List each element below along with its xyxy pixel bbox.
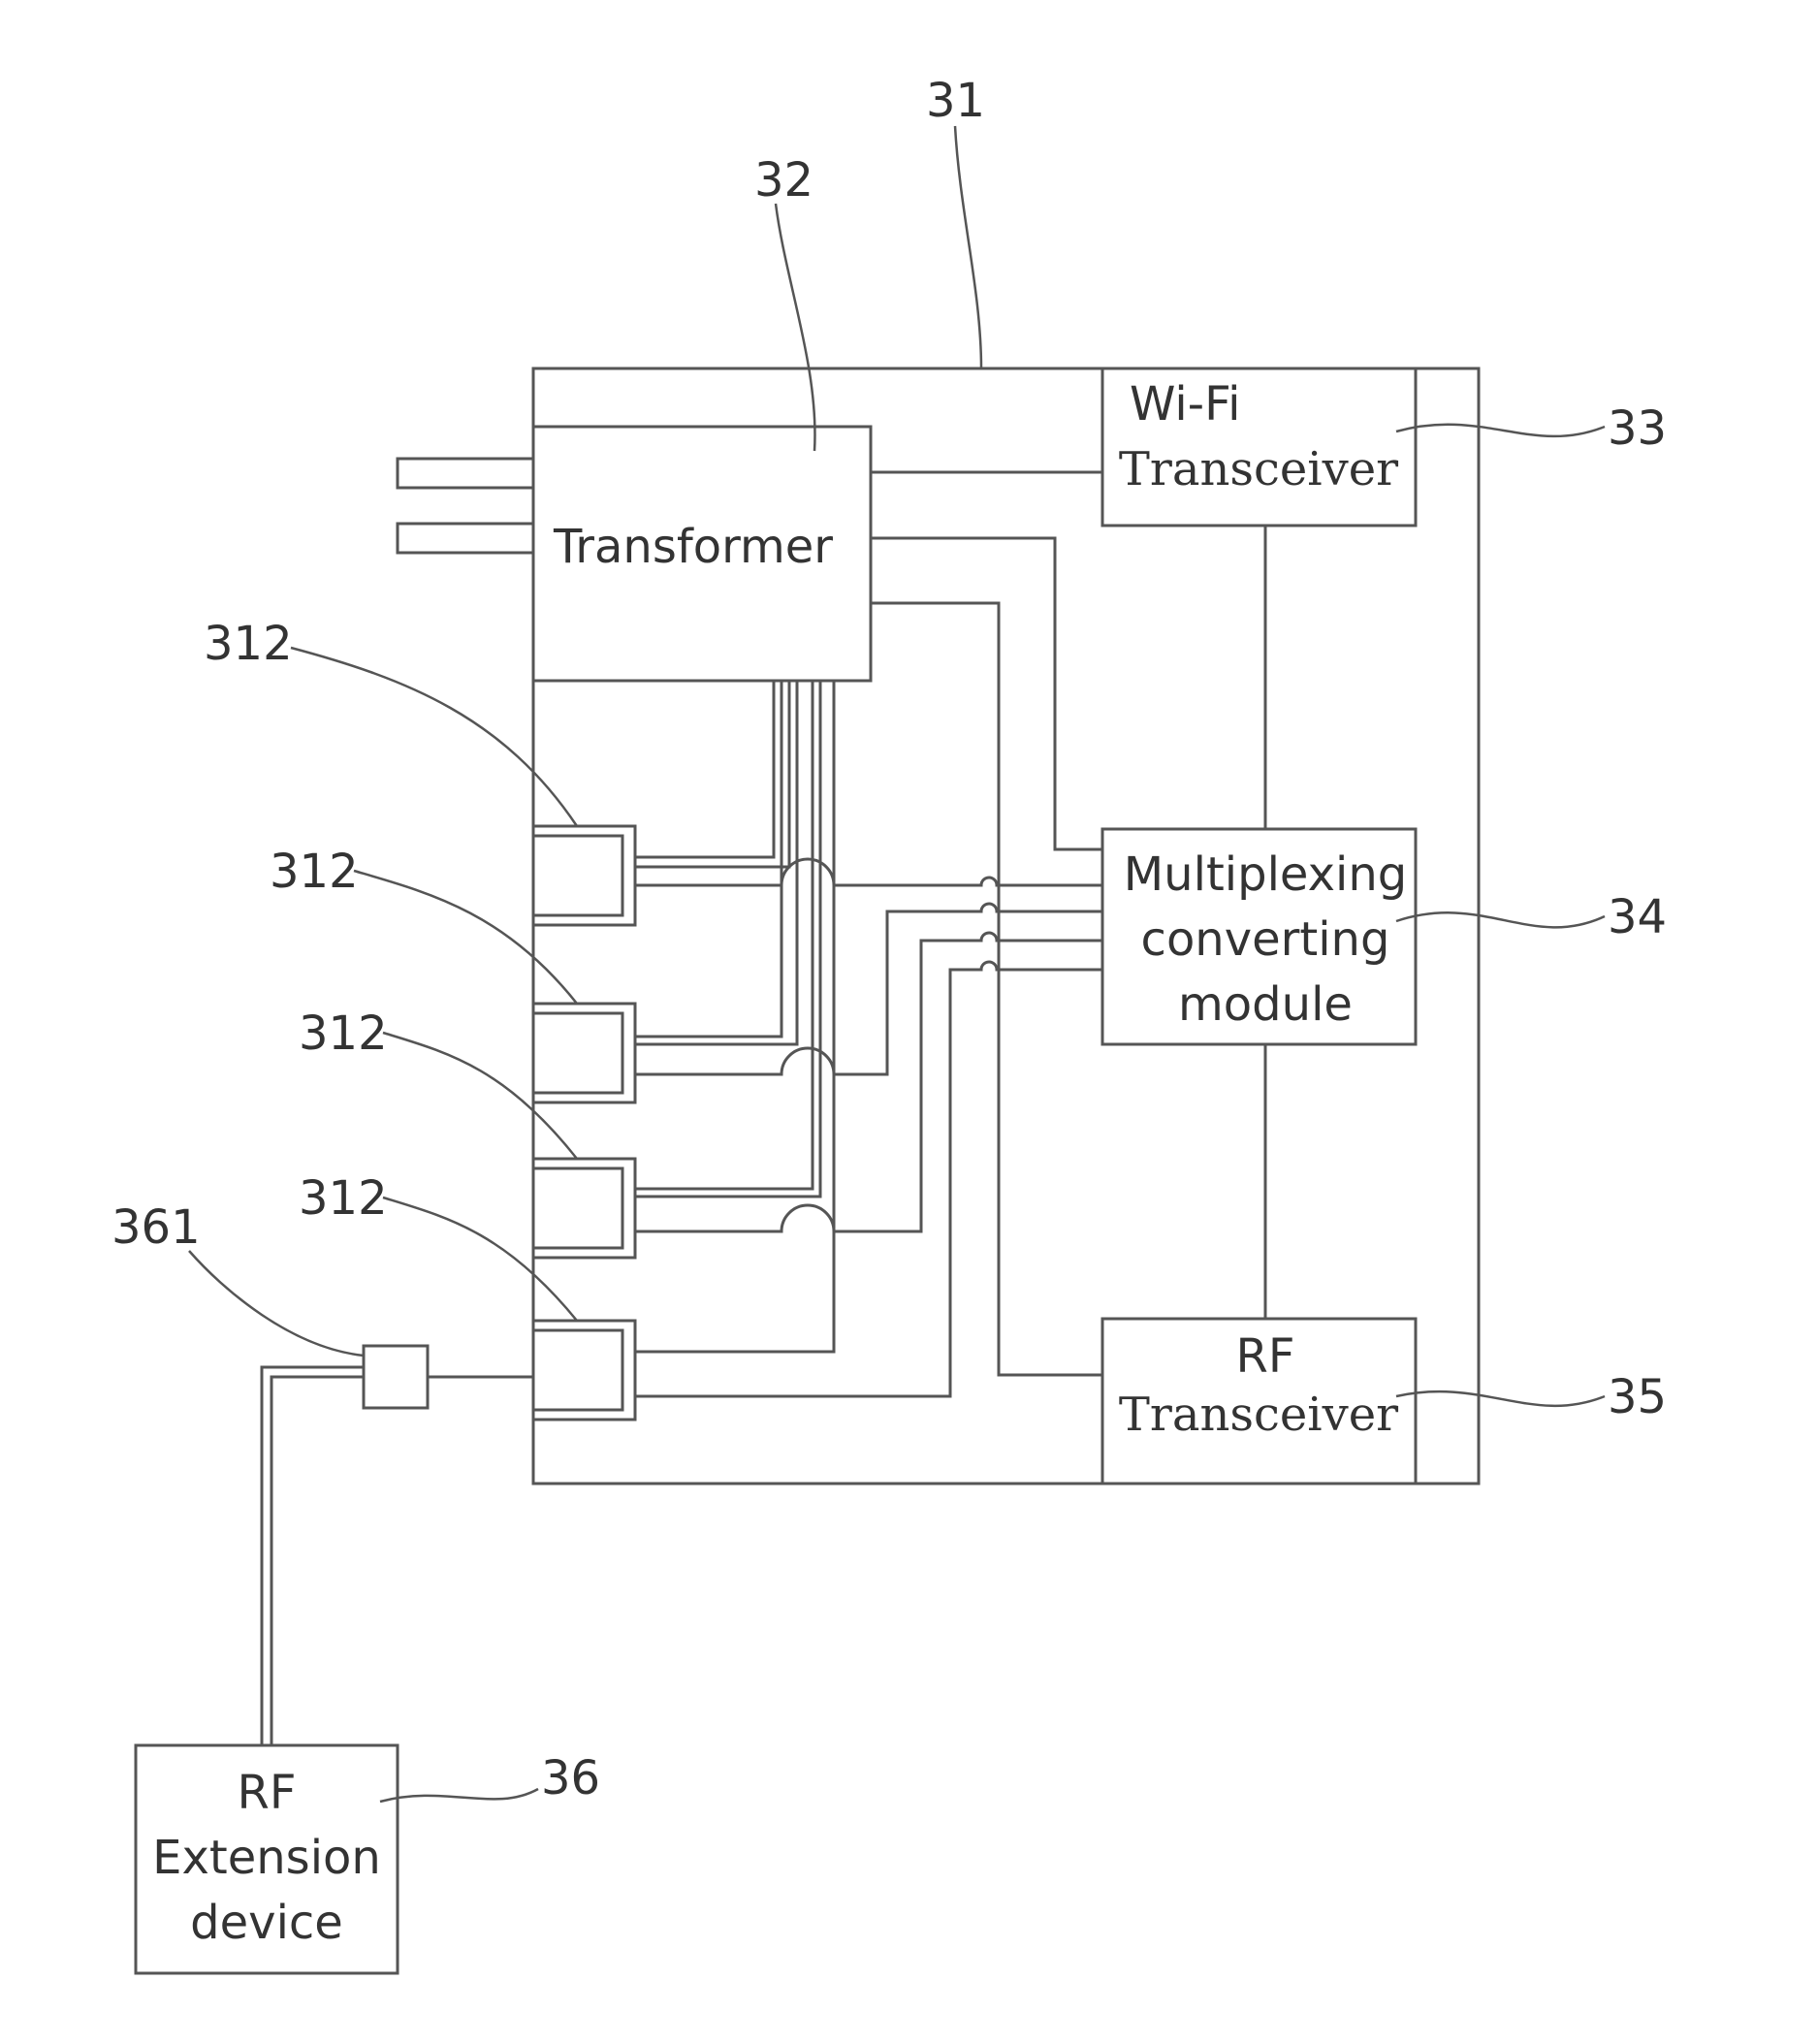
wifi-ref: 33: [1608, 401, 1667, 456]
transformer-label: Transformer: [553, 520, 833, 574]
port-3-outer: [533, 1159, 635, 1258]
transformer-leader: [776, 204, 814, 451]
cable-line-outer: [262, 1367, 364, 1745]
connector-leader: [189, 1251, 364, 1356]
rf-extension-line2: Extension: [152, 1831, 381, 1885]
mux-label-line1: Multiplexing: [1124, 847, 1407, 902]
mux-ref: 34: [1608, 890, 1667, 944]
port-2-outer: [533, 1004, 635, 1102]
rf-extension-leader: [380, 1789, 538, 1802]
rf-extension-line3: device: [190, 1896, 343, 1950]
port-2-inner: [533, 1013, 622, 1093]
connector-box: [364, 1346, 428, 1408]
port-2-leader: [354, 871, 577, 1004]
wifi-label-line1: Wi-Fi: [1130, 377, 1241, 431]
signal-line-port-3: [635, 933, 1102, 1231]
port-4-inner: [533, 1330, 622, 1410]
transformer-to-mux-line: [871, 538, 1102, 849]
port-4-outer: [533, 1321, 635, 1420]
rf-extension-line1: RF: [238, 1766, 297, 1820]
wifi-label-line2: Transceiver: [1119, 442, 1398, 496]
power-line-port-1b: [635, 681, 789, 867]
wifi-leader: [1396, 425, 1605, 436]
transformer-to-rf-line: [871, 603, 1102, 1375]
power-line-port-1: [635, 681, 774, 857]
power-line-port-3b: [635, 681, 820, 1197]
signal-line-port-4: [635, 962, 1102, 1396]
mux-label-line3: module: [1178, 977, 1353, 1032]
port-1-inner: [533, 836, 622, 915]
port-3-leader: [383, 1033, 577, 1159]
plug-prong-top: [398, 459, 533, 488]
plug-prong-bottom: [398, 524, 533, 553]
rf-transceiver-leader: [1396, 1391, 1605, 1406]
port-3-ref: 312: [299, 1006, 388, 1061]
port-1-outer: [533, 826, 635, 925]
signal-line-port-2: [635, 904, 1102, 1074]
port-3-inner: [533, 1168, 622, 1248]
housing-leader: [955, 126, 981, 368]
signal-line-port-1: [635, 859, 1102, 885]
rf-extension-ref: 36: [541, 1751, 600, 1805]
housing-ref: 31: [926, 74, 985, 128]
rf-transceiver-line1: RF: [1236, 1329, 1295, 1384]
port-1-ref: 312: [204, 617, 293, 671]
power-line-port-3: [635, 681, 813, 1189]
transformer-ref: 32: [754, 153, 813, 208]
port-2-ref: 312: [270, 845, 359, 899]
cable-line-inner: [271, 1377, 364, 1745]
power-line-port-4: [635, 681, 834, 1352]
port-4-ref: 312: [299, 1171, 388, 1226]
mux-leader: [1396, 912, 1605, 927]
mux-label-line2: converting: [1141, 912, 1390, 967]
rf-transceiver-ref: 35: [1608, 1370, 1667, 1424]
rf-transceiver-line2: Transceiver: [1119, 1388, 1398, 1442]
connector-ref: 361: [112, 1200, 201, 1255]
